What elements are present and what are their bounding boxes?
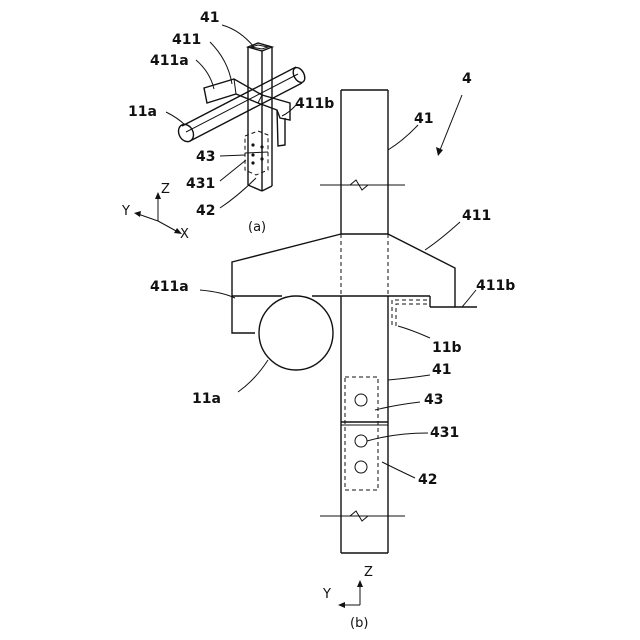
label-41-b: 41 xyxy=(414,111,433,127)
axes-a: Z Y X xyxy=(121,182,189,242)
label-11a-b: 11a xyxy=(192,391,221,407)
label-411b-b: 411b xyxy=(476,278,515,294)
axis-y-a: Y xyxy=(121,204,130,219)
label-411a-b: 411a xyxy=(150,279,189,295)
hole-icon xyxy=(355,435,367,447)
label-41-b2: 41 xyxy=(432,362,451,378)
axis-y-b: Y xyxy=(322,587,331,602)
axis-x-a: X xyxy=(180,227,189,242)
hole-icon xyxy=(355,394,367,406)
leaders-b xyxy=(200,95,476,478)
label-411-a: 411 xyxy=(172,32,201,48)
hole-icon xyxy=(251,153,254,156)
label-43-a: 43 xyxy=(196,149,215,165)
axis-z-a: Z xyxy=(161,182,170,197)
label-431-a: 431 xyxy=(186,176,215,192)
label-41-a: 41 xyxy=(200,10,219,26)
joint-plates-front xyxy=(341,377,388,490)
view-a: 41 411 411a 11a 411b 43 431 42 Z Y X (a) xyxy=(121,10,334,242)
label-42-a: 42 xyxy=(196,203,215,219)
label-431-b: 431 xyxy=(430,425,459,441)
rod-11a-front xyxy=(259,296,333,370)
hole-icon xyxy=(251,143,254,146)
bracket-411-front xyxy=(232,234,477,333)
hole-icon xyxy=(251,161,254,164)
label-43-b: 43 xyxy=(424,392,443,408)
axis-z-b: Z xyxy=(364,565,373,580)
label-411-b: 411 xyxy=(462,208,491,224)
hole-icon xyxy=(260,145,263,148)
label-4: 4 xyxy=(462,71,472,87)
hole-icon xyxy=(355,461,367,473)
axes-b: Z Y xyxy=(322,565,373,608)
bracket-411-iso xyxy=(204,79,290,146)
rod-11a-iso xyxy=(176,66,308,145)
label-42-b: 42 xyxy=(418,472,437,488)
label-11b-b: 11b xyxy=(432,340,462,356)
label-411b-a: 411b xyxy=(295,96,334,112)
caption-a: (a) xyxy=(248,220,266,235)
label-411a-a: 411a xyxy=(150,53,189,69)
label-11a-a: 11a xyxy=(128,104,157,120)
caption-b: (b) xyxy=(350,616,368,631)
hole-icon xyxy=(260,157,263,160)
